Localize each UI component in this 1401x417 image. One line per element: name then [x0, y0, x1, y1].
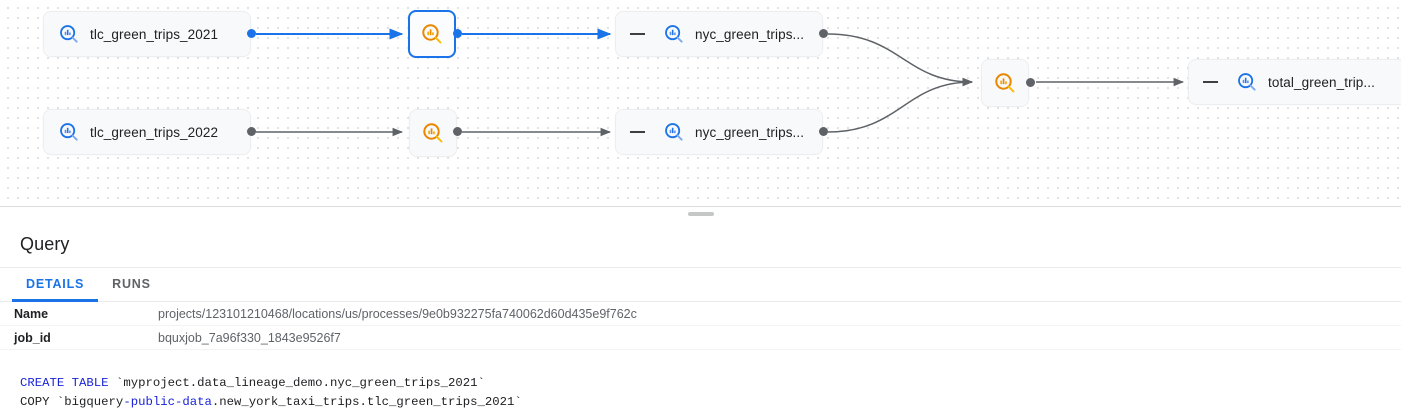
collapse-icon[interactable] — [630, 131, 645, 133]
property-key: job_id — [14, 330, 51, 345]
node-tlc-green-trips-2021[interactable]: tlc_green_trips_2021 — [43, 11, 251, 57]
data-search-blue-icon — [663, 121, 685, 143]
tab-bar: DETAILS RUNS — [0, 268, 1401, 302]
collapse-icon[interactable] — [1203, 81, 1218, 83]
table-row: job_id bquxjob_7a96f330_1843e9526f7 — [0, 326, 1401, 350]
node-label: total_green_trip... — [1268, 74, 1375, 90]
tab-runs[interactable]: RUNS — [112, 277, 151, 291]
port-out-proc2[interactable] — [453, 127, 462, 136]
port-out-nyc1[interactable] — [819, 29, 828, 38]
port-out-nyc2[interactable] — [819, 127, 828, 136]
node-process-query-1[interactable] — [408, 10, 456, 58]
property-value: projects/123101210468/locations/us/proce… — [158, 306, 637, 321]
tab-details[interactable]: DETAILS — [12, 268, 99, 302]
sql-keyword: CREATE TABLE — [20, 376, 109, 390]
data-search-blue-icon — [58, 23, 80, 45]
sql-token: -public-data — [123, 395, 212, 409]
node-process-query-3[interactable] — [981, 59, 1029, 107]
table-row: Name projects/123101210468/locations/us/… — [0, 302, 1401, 326]
port-out-proc1[interactable] — [453, 29, 462, 38]
drag-handle[interactable] — [687, 212, 714, 216]
port-out-tlc2022[interactable] — [247, 127, 256, 136]
node-nyc-green-trips-1[interactable]: nyc_green_trips... — [615, 11, 823, 57]
sql-text: COPY `bigquery — [20, 395, 124, 409]
sql-text: `myproject.data_lineage_demo.nyc_green_t… — [108, 376, 485, 390]
data-search-orange-icon — [421, 121, 445, 145]
lineage-graph-canvas[interactable]: tlc_green_trips_2021 tlc_green_trips_202… — [0, 0, 1401, 206]
property-value: bquxjob_7a96f330_1843e9526f7 — [158, 330, 341, 345]
node-process-query-2[interactable] — [409, 109, 457, 157]
page-title: Query — [0, 222, 1401, 268]
node-label: nyc_green_trips... — [695, 26, 805, 42]
port-out-tlc2021[interactable] — [247, 29, 256, 38]
sql-text: .new_york_taxi_trips.tlc_green_trips_202… — [211, 395, 522, 409]
edge-nyc1-proc3 — [827, 33, 974, 87]
data-search-blue-icon — [663, 23, 685, 45]
node-tlc-green-trips-2022[interactable]: tlc_green_trips_2022 — [43, 109, 251, 155]
node-nyc-green-trips-2[interactable]: nyc_green_trips... — [615, 109, 823, 155]
panel-splitter[interactable] — [0, 206, 1401, 222]
data-search-orange-icon — [420, 22, 444, 46]
node-label: tlc_green_trips_2022 — [90, 124, 219, 140]
detail-panel: Query DETAILS RUNS Name projects/1231012… — [0, 222, 1401, 417]
node-label: nyc_green_trips... — [695, 124, 805, 140]
node-label: tlc_green_trips_2021 — [90, 26, 219, 42]
port-out-proc3[interactable] — [1026, 78, 1035, 87]
data-search-blue-icon — [58, 121, 80, 143]
sql-code-block: CREATE TABLE `myproject.data_lineage_dem… — [0, 374, 1401, 412]
data-search-orange-icon — [993, 71, 1017, 95]
property-key: Name — [14, 306, 49, 321]
properties-table: Name projects/123101210468/locations/us/… — [0, 302, 1401, 350]
collapse-icon[interactable] — [630, 33, 645, 35]
node-total-green-trips[interactable]: total_green_trip... — [1188, 59, 1401, 105]
data-search-blue-icon — [1236, 71, 1258, 93]
edge-nyc2-proc3 — [827, 77, 974, 133]
